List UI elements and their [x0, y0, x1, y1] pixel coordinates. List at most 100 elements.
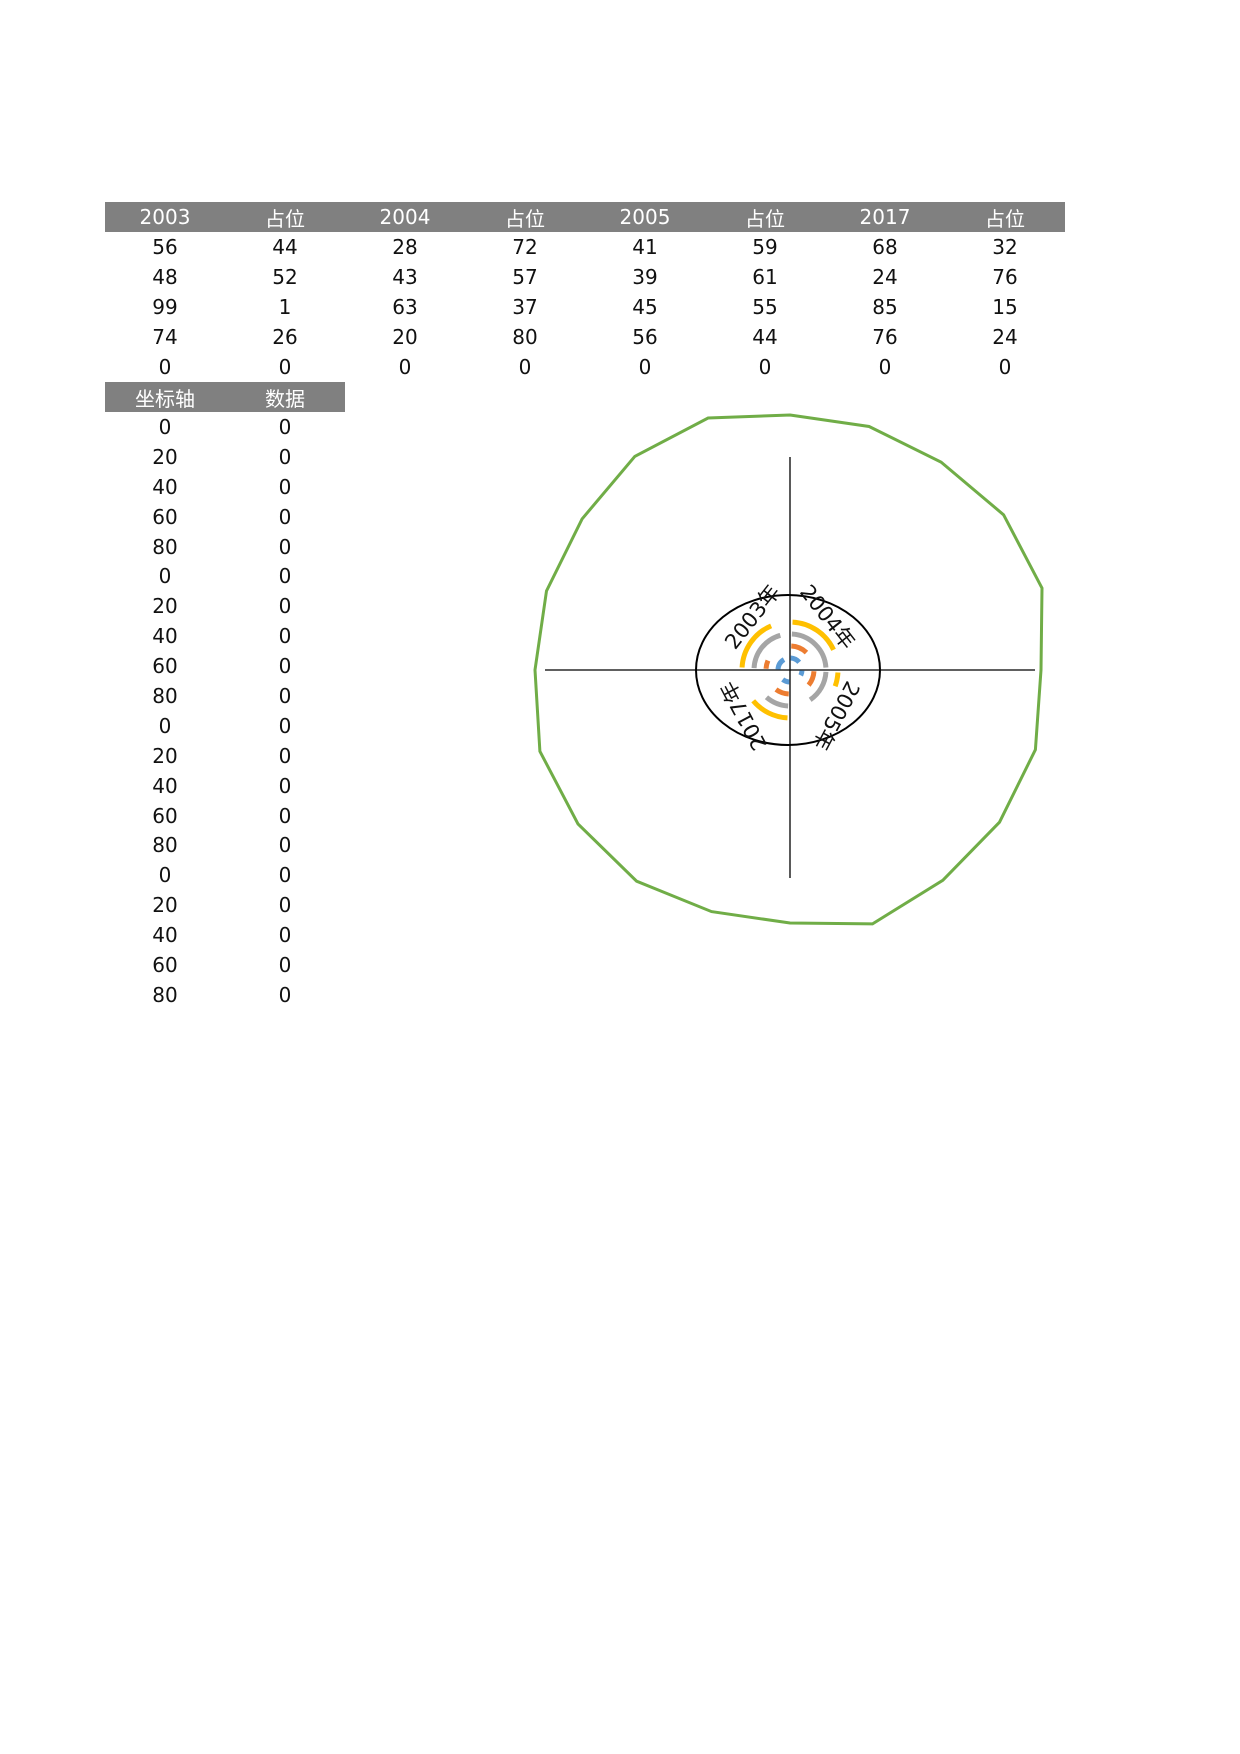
- table-cell: 0: [278, 534, 292, 559]
- table-cell: 40: [152, 773, 178, 798]
- table-cell: 44: [272, 235, 298, 259]
- radial-bar: [781, 677, 790, 685]
- radial-bar: [790, 655, 802, 665]
- table-cell: 0: [158, 863, 172, 888]
- category-label: 2017年: [716, 677, 772, 754]
- column-header: 占位: [225, 202, 345, 232]
- column-header: 2004: [345, 202, 465, 232]
- table-cell: 80: [152, 833, 178, 858]
- radial-bar: [763, 659, 771, 669]
- table-cell: 48: [152, 265, 178, 289]
- radial-bar: [792, 619, 836, 651]
- radial-bar: [798, 670, 805, 677]
- radial-bar: [790, 643, 809, 655]
- table-cell: 61: [752, 265, 778, 289]
- table-cell: 0: [278, 773, 292, 798]
- table-cell: 1: [278, 295, 292, 319]
- radial-bar: [775, 657, 786, 670]
- column-header: 占位: [945, 202, 1065, 232]
- table-cell: 60: [152, 654, 178, 679]
- column-header: 数据: [225, 382, 345, 412]
- table-cell: 20: [152, 444, 178, 469]
- table-cell: 45: [632, 295, 658, 319]
- table-row: 40 0: [105, 771, 345, 801]
- table-cell: 39: [632, 265, 658, 289]
- table-cell: 63: [392, 295, 418, 319]
- table-cell: 0: [278, 863, 292, 888]
- table-cell: 40: [152, 923, 178, 948]
- table-cell: 80: [152, 982, 178, 1007]
- table-cell: 0: [278, 982, 292, 1007]
- table-cell: 56: [152, 235, 178, 259]
- table-cell: 76: [992, 265, 1018, 289]
- table-row: 80 0: [105, 980, 345, 1010]
- radial-bar: [832, 672, 841, 688]
- table-cell: 0: [278, 833, 292, 858]
- column-header: 坐标轴: [105, 382, 225, 412]
- table-row: 80 0: [105, 532, 345, 562]
- table-cell: 0: [278, 923, 292, 948]
- table-cell: 60: [152, 504, 178, 529]
- table-cell: 43: [392, 265, 418, 289]
- table-cell: 40: [152, 624, 178, 649]
- radial-bar: [806, 670, 817, 687]
- table-row: 80 0: [105, 830, 345, 860]
- table-cell: 20: [152, 594, 178, 619]
- column-header: 占位: [465, 202, 585, 232]
- table-cell: 0: [278, 444, 292, 469]
- table-cell: 68: [872, 235, 898, 259]
- table-cell: 0: [278, 743, 292, 768]
- radar-outer-line: [533, 413, 1044, 926]
- table-cell: 0: [398, 355, 412, 379]
- table-cell: 0: [278, 713, 292, 738]
- radial-bar: [739, 623, 773, 668]
- table-cell: 24: [872, 265, 898, 289]
- table-cell: 80: [152, 534, 178, 559]
- table-cell: 59: [752, 235, 778, 259]
- table-cell: 76: [872, 325, 898, 349]
- table-cell: 52: [272, 265, 298, 289]
- table-cell: 60: [152, 803, 178, 828]
- table-cell: 0: [278, 504, 292, 529]
- table-cell: 0: [158, 564, 172, 589]
- table-cell: 0: [278, 683, 292, 708]
- table-cell: 41: [632, 235, 658, 259]
- label-ring: [695, 594, 881, 746]
- column-header: 2017: [825, 202, 945, 232]
- table-cell: 0: [278, 803, 292, 828]
- radial-bar: [774, 687, 790, 697]
- table-cell: 72: [512, 235, 538, 259]
- table-cell: 26: [272, 325, 298, 349]
- radial-bar: [808, 671, 829, 702]
- table-cell: 20: [392, 325, 418, 349]
- table-cell: 28: [392, 235, 418, 259]
- category-label: 2005年: [808, 677, 864, 754]
- radial-bar: [751, 632, 782, 669]
- axis-data-header-row: 坐标轴数据: [105, 382, 345, 412]
- table-cell: 0: [278, 564, 292, 589]
- table-cell: 37: [512, 295, 538, 319]
- table-cell: 20: [152, 743, 178, 768]
- table-cell: 0: [758, 355, 772, 379]
- table-cell: 20: [152, 893, 178, 918]
- table-cell: 0: [638, 355, 652, 379]
- column-header: 2005: [585, 202, 705, 232]
- table-cell: 80: [152, 683, 178, 708]
- table-cell: 0: [878, 355, 892, 379]
